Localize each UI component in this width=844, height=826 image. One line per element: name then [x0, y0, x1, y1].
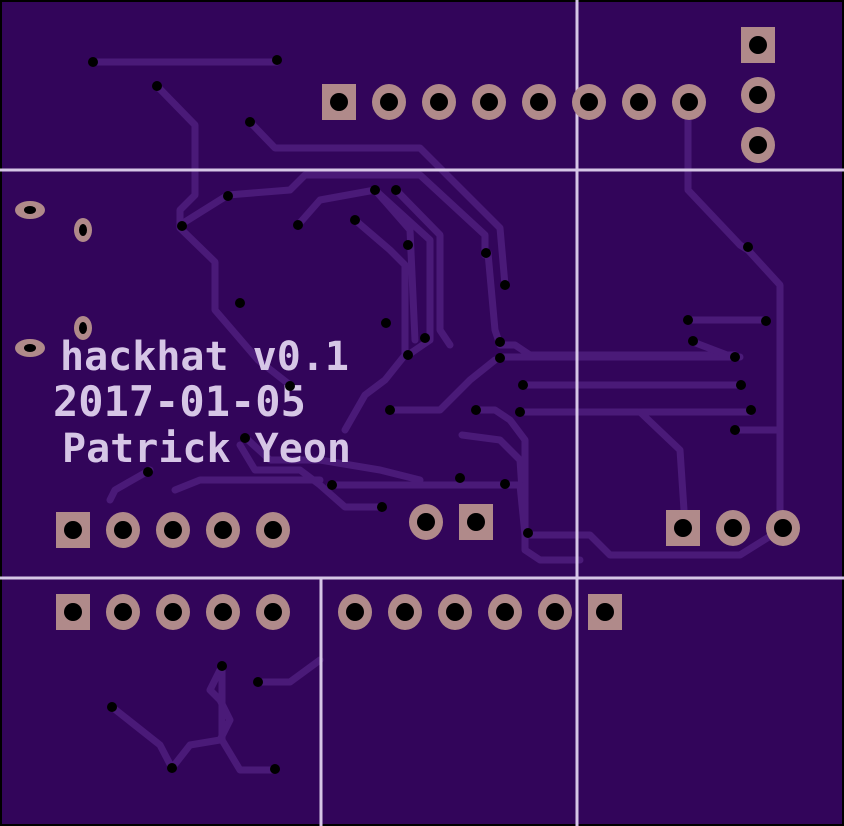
header-bottom-center-6pin-drill-3 [446, 603, 464, 621]
header-mid-center-2pin-drill-1 [417, 513, 435, 531]
header-bottom-center-6pin-drill-4 [496, 603, 514, 621]
board-date: 2017-01-05 [53, 377, 306, 426]
header-right-3pin-drill-3 [749, 136, 767, 154]
header-bottom-left-5pin-drill-3 [164, 603, 182, 621]
board-author: Patrick Yeon [62, 426, 351, 472]
header-mid-right-3pin-drill-3 [774, 519, 792, 537]
header-mid-right-3pin-drill-2 [724, 519, 742, 537]
header-mid-left-5pin-drill-3 [164, 521, 182, 539]
header-top-8pin-drill-6 [580, 93, 598, 111]
header-mid-left-5pin-drill-1 [64, 521, 82, 539]
header-pads [56, 27, 800, 630]
header-top-8pin-drill-1 [330, 93, 348, 111]
header-bottom-left-5pin-drill-4 [214, 603, 232, 621]
header-mid-center-2pin-drill-2 [467, 513, 485, 531]
header-bottom-center-6pin-drill-2 [396, 603, 414, 621]
header-bottom-left-5pin-drill-2 [114, 603, 132, 621]
silkscreen-text: hackhat v0.1 2017-01-05 Patrick Yeon [53, 334, 351, 472]
header-mid-left-5pin-drill-4 [214, 521, 232, 539]
header-mid-right-3pin-drill-1 [674, 519, 692, 537]
header-bottom-center-6pin-drill-6 [596, 603, 614, 621]
header-bottom-center-6pin-drill-5 [546, 603, 564, 621]
header-right-3pin-drill-1 [749, 36, 767, 54]
vias [88, 55, 771, 774]
header-right-3pin-drill-2 [749, 86, 767, 104]
header-top-8pin-drill-2 [380, 93, 398, 111]
header-mid-left-5pin-drill-2 [114, 521, 132, 539]
header-bottom-center-6pin-drill-1 [346, 603, 364, 621]
header-top-8pin-drill-5 [530, 93, 548, 111]
header-bottom-left-5pin-drill-1 [64, 603, 82, 621]
header-bottom-left-5pin-drill-5 [264, 603, 282, 621]
header-top-8pin-drill-4 [480, 93, 498, 111]
board-title: hackhat v0.1 [60, 334, 349, 380]
header-mid-left-5pin-drill-5 [264, 521, 282, 539]
header-top-8pin-drill-7 [630, 93, 648, 111]
oval-pads [15, 201, 92, 357]
header-top-8pin-drill-8 [680, 93, 698, 111]
header-top-8pin-drill-3 [430, 93, 448, 111]
